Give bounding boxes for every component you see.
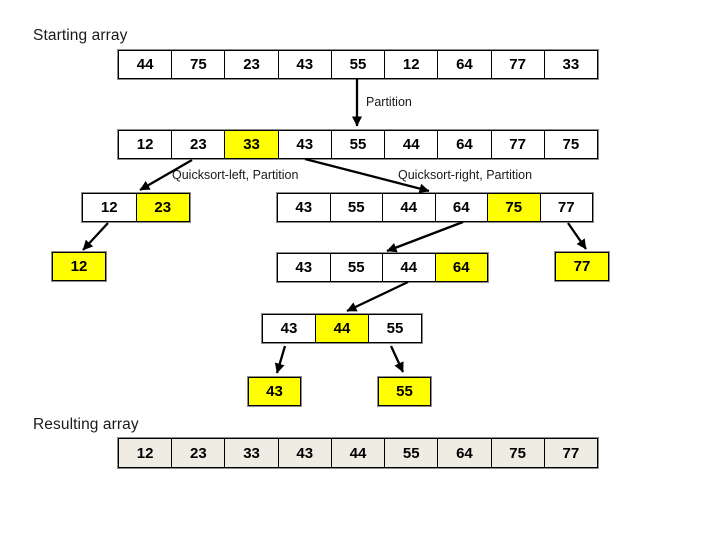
array-cell: 55 xyxy=(378,377,431,406)
partition-label: Partition xyxy=(366,95,412,109)
array-cell: 77 xyxy=(540,193,593,222)
array-cell: 33 xyxy=(225,130,279,159)
array-cell: 75 xyxy=(544,130,598,159)
array-cell: 64 xyxy=(438,130,492,159)
leaf-43-box: 43 xyxy=(247,376,302,407)
array-cell: 77 xyxy=(544,438,598,468)
array-cell: 23 xyxy=(172,438,226,468)
array-cell: 44 xyxy=(331,438,386,468)
array-cell: 43 xyxy=(277,253,331,282)
array-cell: 12 xyxy=(385,50,439,79)
arrow-right1-to-77 xyxy=(567,222,587,250)
array-cell: 44 xyxy=(385,130,439,159)
array-cell: 64 xyxy=(438,50,492,79)
array-cell: 44 xyxy=(118,50,173,79)
quicksort-left-label: Quicksort-left, Partition xyxy=(172,168,299,182)
arrow-right1-to-right2 xyxy=(386,220,464,253)
arrow-right2-to-mid3 xyxy=(346,280,409,313)
array-cell: 23 xyxy=(225,50,279,79)
array-cell: 75 xyxy=(488,193,541,222)
array-cell: 33 xyxy=(544,50,598,79)
array-cell: 75 xyxy=(172,50,226,79)
leaf-12-box: 12 xyxy=(51,251,107,282)
array-cell: 44 xyxy=(316,314,369,343)
arrow-left1-to-12 xyxy=(82,222,109,251)
array-cell: 43 xyxy=(278,438,332,468)
arrow-mid3-to-43 xyxy=(274,345,287,374)
array-cell: 64 xyxy=(435,193,488,222)
array-cell: 77 xyxy=(491,50,545,79)
array-cell: 64 xyxy=(438,438,492,468)
array-cell: 44 xyxy=(383,193,436,222)
array-cell: 12 xyxy=(52,252,106,281)
array-cell: 12 xyxy=(82,193,137,222)
array-cell: 77 xyxy=(491,130,545,159)
starting-array-label: Starting array xyxy=(33,27,128,44)
array-cell: 55 xyxy=(330,193,383,222)
array-cell: 23 xyxy=(136,193,190,222)
array-cell: 64 xyxy=(435,253,488,282)
array-cell: 77 xyxy=(555,252,609,281)
array-cell: 12 xyxy=(118,438,173,468)
arrow-mid3-to-55 xyxy=(389,345,405,373)
array-cell: 33 xyxy=(225,438,279,468)
leaf-55-box: 55 xyxy=(377,376,432,407)
quicksort-right-label: Quicksort-right, Partition xyxy=(398,168,533,182)
array-cell: 43 xyxy=(277,193,331,222)
array-cell: 43 xyxy=(278,50,332,79)
array-cell: 43 xyxy=(262,314,316,343)
array-cell: 23 xyxy=(172,130,226,159)
array-cell: 43 xyxy=(248,377,301,406)
array-cell: 75 xyxy=(491,438,545,468)
array-cell: 43 xyxy=(278,130,332,159)
array-cell: 55 xyxy=(385,438,439,468)
array-cell: 12 xyxy=(118,130,173,159)
array-cell: 44 xyxy=(383,253,436,282)
array-cell: 55 xyxy=(331,130,386,159)
resulting-array-label: Resulting array xyxy=(33,416,139,433)
array-cell: 55 xyxy=(330,253,383,282)
leaf-77-box: 77 xyxy=(554,251,610,282)
array-cell: 55 xyxy=(331,50,386,79)
array-cell: 55 xyxy=(369,314,422,343)
